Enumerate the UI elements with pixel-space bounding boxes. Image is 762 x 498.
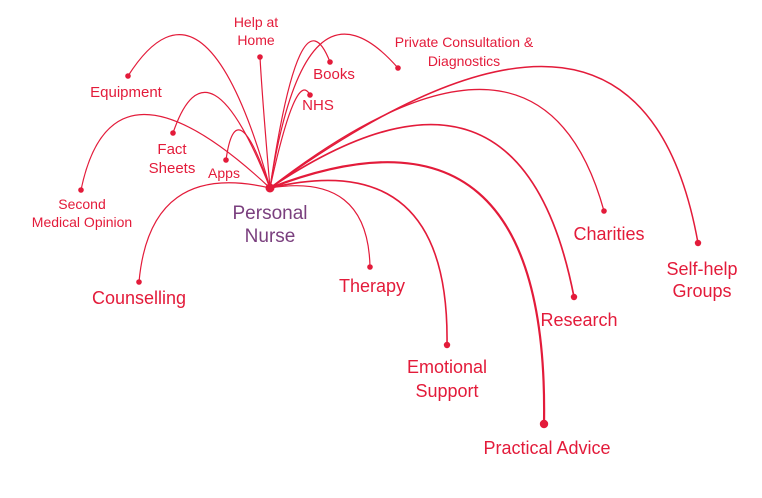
- node-label-nhs: NHS: [302, 97, 334, 114]
- connector-charities: [269, 88, 605, 212]
- node-dot-self-help-groups: [694, 239, 702, 247]
- node-dot-charities: [601, 208, 607, 214]
- center-label-line: Nurse: [245, 226, 296, 247]
- node-label-line: Fact: [157, 141, 187, 158]
- connector-second-medical-opinion: [80, 113, 271, 191]
- node-label-line: Second: [58, 196, 105, 212]
- node-dot-private-consultation: [395, 65, 401, 71]
- node-label-line: Books: [313, 66, 355, 83]
- connector-therapy: [269, 185, 371, 268]
- connector-fact-sheets: [172, 91, 271, 189]
- node-label-line: Charities: [573, 224, 644, 244]
- node-label-line: Therapy: [339, 276, 405, 296]
- node-label-line: Research: [540, 310, 617, 330]
- node-label-help-at-home: Help at Home: [234, 14, 278, 48]
- node-dot-practical-advice: [539, 419, 549, 429]
- node-label-therapy: Therapy: [339, 276, 405, 296]
- connector-self-help-groups: [269, 65, 699, 244]
- connector-research: [269, 123, 575, 298]
- node-label-counselling: Counselling: [92, 288, 186, 308]
- node-label-line: Diagnostics: [428, 53, 500, 69]
- node-dot-apps: [223, 157, 229, 163]
- connector-books: [269, 40, 331, 189]
- node-label-charities: Charities: [573, 224, 644, 244]
- node-dot-counselling: [136, 279, 142, 285]
- node-label-equipment: Equipment: [90, 84, 163, 101]
- center-label-line: Personal: [233, 203, 308, 224]
- connector-nhs: [269, 89, 311, 189]
- connector-practical-advice: [269, 161, 546, 425]
- node-label-line: Home: [237, 32, 275, 48]
- node-dot-emotional-support: [443, 341, 451, 349]
- connector-counselling: [138, 182, 271, 283]
- node-label-line: Practical Advice: [483, 438, 610, 458]
- node-label-line: Medical Opinion: [32, 214, 132, 230]
- connector-equipment: [127, 34, 271, 189]
- node-label-research: Research: [540, 310, 617, 330]
- node-label-line: Groups: [672, 281, 731, 301]
- node-dot-equipment: [125, 73, 131, 79]
- connector-help-at-home: [259, 56, 271, 189]
- node-label-apps: Apps: [208, 165, 240, 181]
- node-label-line: Private Consultation &: [395, 34, 534, 50]
- connector-apps: [225, 129, 271, 189]
- node-label-practical-advice: Practical Advice: [483, 438, 610, 458]
- node-label-line: Counselling: [92, 288, 186, 308]
- hub-dot: [265, 183, 275, 193]
- connector-lines: [80, 33, 699, 425]
- node-label-line: Sheets: [149, 160, 196, 177]
- node-dot-books: [327, 59, 333, 65]
- node-label-line: Help at: [234, 14, 278, 30]
- node-label-line: NHS: [302, 97, 334, 114]
- node-dot-research: [570, 293, 578, 301]
- node-dot-fact-sheets: [170, 130, 176, 136]
- node-dot-help-at-home: [257, 54, 263, 60]
- node-dot-therapy: [367, 264, 373, 270]
- node-label-private-consultation: Private Consultation & Diagnostics: [395, 34, 534, 69]
- node-label-line: Support: [415, 381, 478, 401]
- node-label-books: Books: [313, 66, 355, 83]
- node-label-line: Emotional: [407, 357, 487, 377]
- connector-private-consultation: [269, 33, 399, 189]
- connector-emotional-support: [269, 179, 448, 346]
- node-label-line: Apps: [208, 165, 240, 181]
- node-dot-nhs: [307, 92, 313, 98]
- node-dot-second-medical-opinion: [78, 187, 84, 193]
- node-label-line: Equipment: [90, 84, 163, 101]
- node-label-line: Self-help: [666, 259, 737, 279]
